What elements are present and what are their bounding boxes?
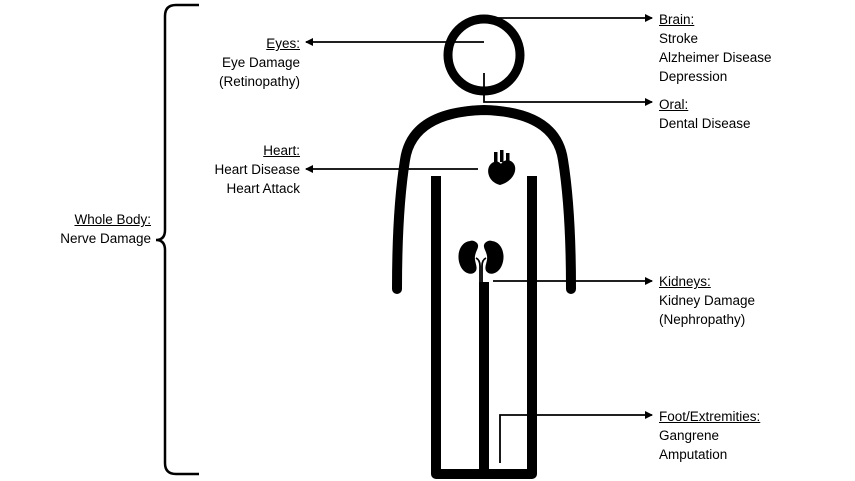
kidneys-label: Kidneys: Kidney Damage (Nephropathy) (659, 272, 755, 329)
heart-label: Heart: Heart Disease Heart Attack (214, 141, 300, 198)
heart-line-2: Heart Attack (226, 181, 300, 196)
whole-body-line-1: Nerve Damage (60, 231, 151, 246)
heart-title: Heart: (263, 143, 300, 158)
brain-line-1: Stroke (659, 31, 699, 46)
brain-label: Brain: Stroke Alzheimer Disease Depressi… (659, 10, 772, 86)
oral-arrow (483, 73, 653, 106)
eyes-line-1: Eye Damage (221, 55, 300, 70)
brain-title: Brain: (659, 12, 695, 27)
oral-line-1: Dental Disease (659, 116, 751, 131)
oral-label: Oral: Dental Disease (659, 95, 751, 133)
kidneys-line-1: Kidney Damage (659, 293, 756, 308)
kidneys-title: Kidneys: (659, 274, 711, 289)
whole-body-label: Whole Body: Nerve Damage (60, 210, 151, 248)
eyes-label: Eyes: Eye Damage (Retinopathy) (219, 34, 300, 91)
heart-organ-icon (488, 150, 516, 185)
eyes-line-2: (Retinopathy) (218, 74, 300, 89)
whole-body-title: Whole Body: (74, 212, 151, 227)
brain-line-3: Depression (659, 69, 728, 84)
kidneys-line-2: (Nephropathy) (659, 312, 746, 327)
foot-title: Foot/Extremities: (659, 409, 761, 424)
heart-line-1: Heart Disease (214, 162, 300, 177)
brain-line-2: Alzheimer Disease (659, 50, 772, 65)
foot-label: Foot/Extremities: Gangrene Amputation (659, 407, 760, 464)
eyes-title: Eyes: (266, 36, 300, 51)
foot-arrow (499, 411, 653, 463)
oral-title: Oral: (659, 97, 689, 112)
torso-outline (392, 105, 576, 294)
foot-line-2: Amputation (659, 447, 728, 462)
bracket-icon (155, 3, 199, 476)
connector-lines (305, 14, 653, 463)
kidneys-icon (458, 240, 504, 282)
foot-line-1: Gangrene (659, 428, 720, 443)
